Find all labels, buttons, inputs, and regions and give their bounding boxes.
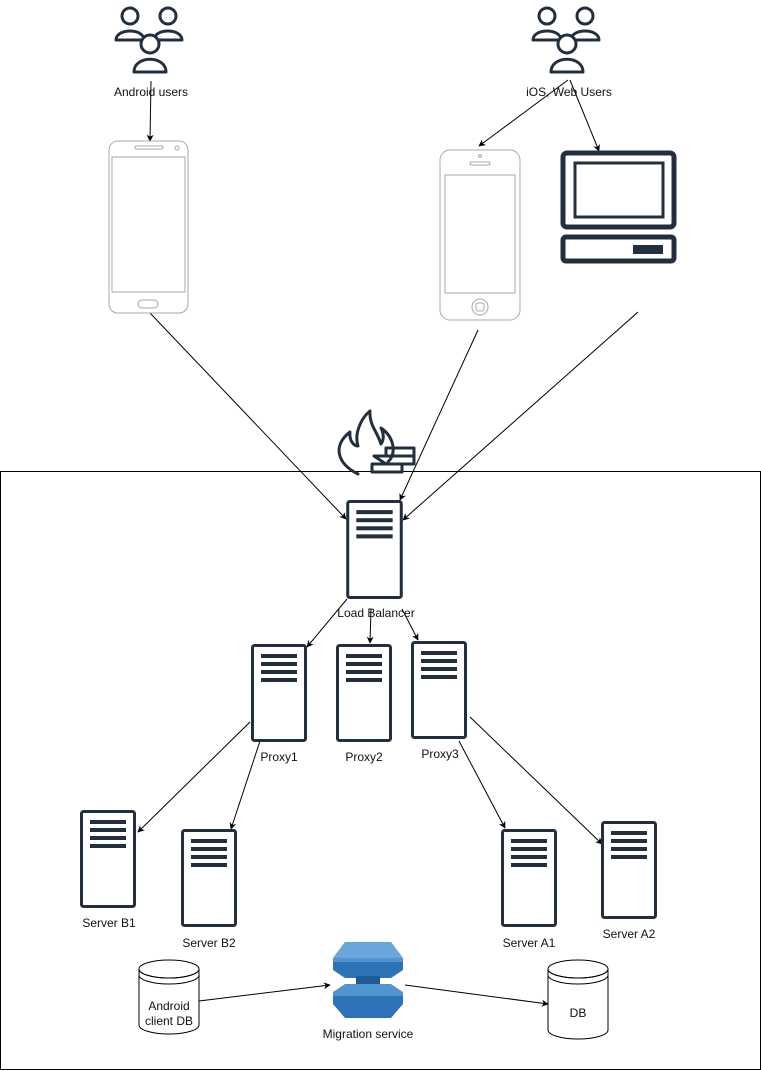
android-users-label: Android users: [114, 85, 188, 99]
database-cylinder-icon: [138, 959, 200, 1035]
db-label: DB: [570, 1006, 587, 1020]
edge-proxy3-to-a1: [458, 740, 506, 829]
android-db-label-line2: client DB: [145, 1014, 193, 1028]
db-node: DB: [547, 959, 609, 1040]
server-tower-icon: [251, 644, 307, 742]
migration-service-node: Migration service: [323, 942, 414, 1041]
server-tower-icon: [336, 644, 392, 742]
edge-lb-to-proxy2: [366, 608, 374, 644]
proxy1-label: Proxy1: [260, 750, 298, 764]
server-tower-icon: [601, 821, 657, 919]
ios-web-users-node: iOS, Web Users: [526, 6, 612, 99]
server-b2-node: Server B2: [181, 829, 237, 950]
android-db-label-line1: Android: [148, 999, 189, 1013]
users-group-icon: [114, 6, 184, 74]
users-group-icon: [531, 6, 601, 74]
proxy2-label: Proxy2: [345, 750, 383, 764]
android-users-node: Android users: [114, 6, 188, 99]
migration-service-icon: [333, 942, 403, 1018]
server-b1-node: Server B1: [80, 810, 136, 930]
edge-desktop-to-lb: [402, 311, 639, 521]
ios-web-users-label: iOS, Web Users: [526, 85, 612, 99]
server-a2-node: Server A2: [601, 821, 657, 941]
desktop-computer-icon: [560, 150, 677, 264]
android-client-db-node: Android client DB: [138, 959, 200, 1035]
edge-users-to-desktop: [569, 79, 600, 152]
edge-lb-to-proxy1: [306, 598, 348, 648]
load-balancer-node: Load Balancer: [337, 500, 415, 620]
connections: [137, 79, 639, 1007]
firewall-icon: [337, 409, 416, 476]
server-tower-icon: [346, 500, 403, 599]
iphone-icon: [439, 149, 521, 321]
load-balancer-label: Load Balancer: [337, 606, 414, 620]
edge-users-to-iphone: [478, 79, 569, 147]
edge-proxy1-to-b1: [137, 721, 251, 833]
edge-androiddb-to-migration: [198, 982, 331, 1002]
edge-proxy3-to-a2: [469, 716, 603, 845]
database-cylinder-icon: [547, 959, 609, 1040]
server-b2-label: Server B2: [182, 936, 236, 950]
edge-lb-to-proxy3: [401, 608, 419, 641]
edge-proxy1-to-b2: [229, 740, 261, 830]
server-b1-label: Server B1: [82, 916, 136, 930]
server-tower-icon: [181, 829, 237, 927]
server-a1-label: Server A1: [503, 936, 556, 950]
edge-iphone-to-lb: [399, 329, 479, 501]
proxy3-label: Proxy3: [421, 747, 459, 761]
server-tower-icon: [411, 641, 467, 739]
proxy2-node: Proxy2: [336, 644, 392, 764]
edge-android-to-lb: [149, 312, 347, 520]
edge-users-to-android: [146, 80, 154, 142]
server-tower-icon: [501, 829, 557, 927]
migration-service-label: Migration service: [323, 1027, 414, 1041]
android-phone-icon: [108, 140, 189, 314]
proxy1-node: Proxy1: [251, 644, 307, 764]
proxy3-node: Proxy3: [411, 641, 467, 761]
server-tower-icon: [80, 810, 136, 908]
edge-migration-to-db: [404, 984, 549, 1007]
server-a2-label: Server A2: [603, 927, 656, 941]
server-a1-node: Server A1: [501, 829, 557, 950]
